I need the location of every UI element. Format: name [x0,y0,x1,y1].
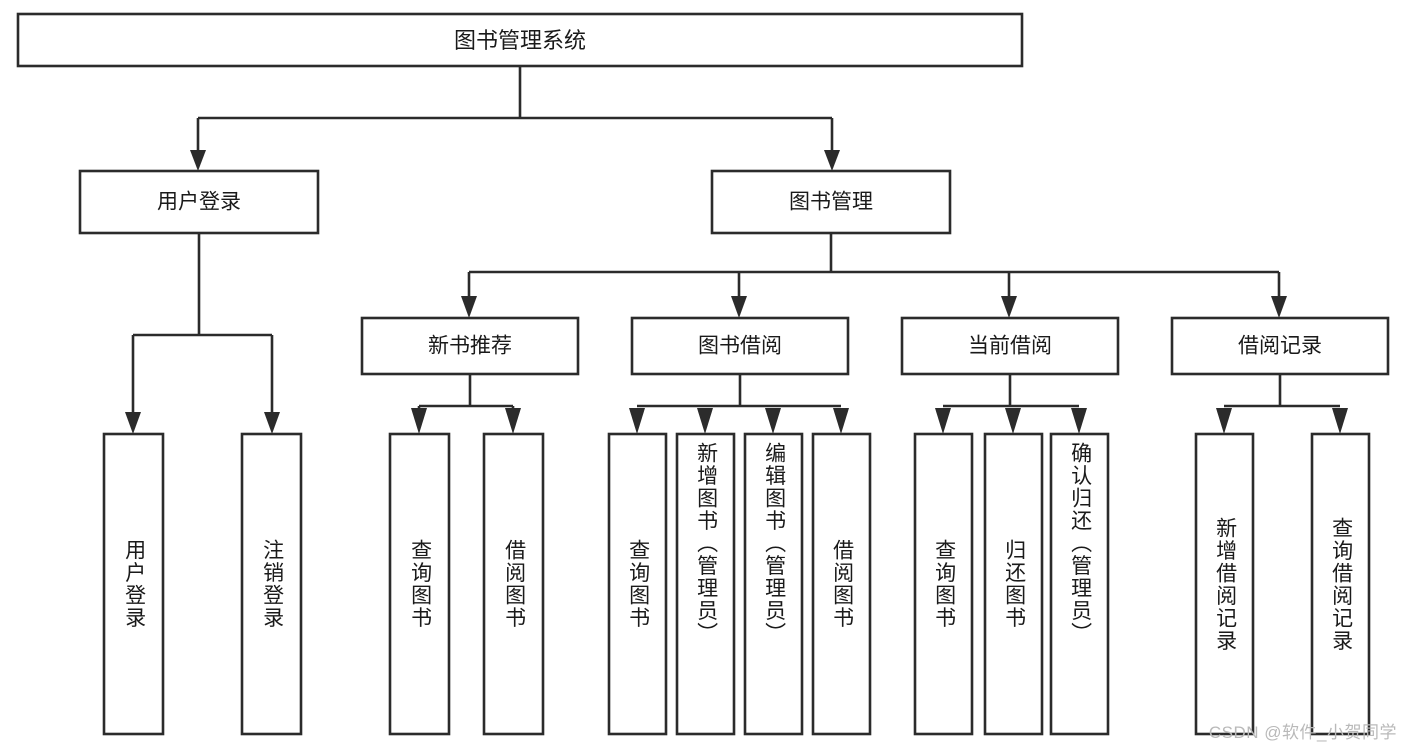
arrow-recommend-to-borrow [505,408,521,434]
node-borrow-records-label: 借阅记录 [1238,335,1322,358]
node-records-query-record-box[interactable] [1310,432,1371,736]
node-book-borrow-box[interactable] [630,316,850,376]
arrow-bookmgmt-to-borrow [731,296,747,318]
node-current-borrow-label: 当前借阅 [968,335,1052,358]
arrow-bookmgmt-to-records [1271,296,1287,318]
node-new-book-recommend-label: 新书推荐 [428,335,512,358]
node-root-label: 图书管理系统 [454,28,586,53]
node-user-login-box[interactable] [78,169,320,235]
node-borrow-borrow-book-box[interactable] [811,432,872,736]
node-current-return-book-box[interactable] [983,432,1044,736]
node-records-add-record-box[interactable] [1194,432,1255,736]
edges-layer [125,66,1348,434]
arrow-borrow-to-edit [765,408,781,434]
arrow-root-to-book-management [824,150,840,171]
node-user-login-label: 用户登录 [157,191,241,214]
arrow-borrow-to-add [697,408,713,434]
node-borrow-query-book-box[interactable] [607,432,668,736]
node-root-box[interactable] [16,12,1024,68]
arrow-borrow-to-borrowbook [833,408,849,434]
arrow-bookmgmt-to-current [1001,296,1017,318]
node-user-login-login-box[interactable] [102,432,165,736]
node-borrow-add-book-admin-box[interactable] [675,432,736,736]
node-user-login-logout-box[interactable] [240,432,303,736]
arrow-current-to-confirm [1071,408,1087,434]
node-book-management-box[interactable] [710,169,952,235]
arrow-userlogin-to-logout [264,412,280,434]
arrow-current-to-query [935,408,951,434]
node-current-borrow-box[interactable] [900,316,1120,376]
node-current-query-book-box[interactable] [913,432,974,736]
arrow-borrow-to-query [629,408,645,434]
arrow-recommend-to-query [411,408,427,434]
node-new-book-recommend-box[interactable] [360,316,580,376]
csdn-watermark: CSDN @软件_小贺同学 [1208,723,1397,742]
arrow-userlogin-to-login [125,412,141,434]
node-borrow-records-box[interactable] [1170,316,1390,376]
node-recommend-borrow-book-box[interactable] [482,432,545,736]
node-current-confirm-return-admin-box[interactable] [1049,432,1110,736]
arrow-root-to-user-login [190,150,206,171]
arrow-bookmgmt-to-recommend [461,296,477,318]
node-book-borrow-label: 图书借阅 [698,335,782,358]
arrow-current-to-return [1005,408,1021,434]
node-recommend-query-book-box[interactable] [388,432,451,736]
arrow-records-to-query [1332,408,1348,434]
arrow-records-to-add [1216,408,1232,434]
nodes-layer: 图书管理系统 用户登录 图书管理 新书推荐 图书借阅 当前借阅 借阅记录 [16,12,1390,736]
node-borrow-edit-book-admin-box[interactable] [743,432,804,736]
node-book-management-label: 图书管理 [789,191,873,214]
